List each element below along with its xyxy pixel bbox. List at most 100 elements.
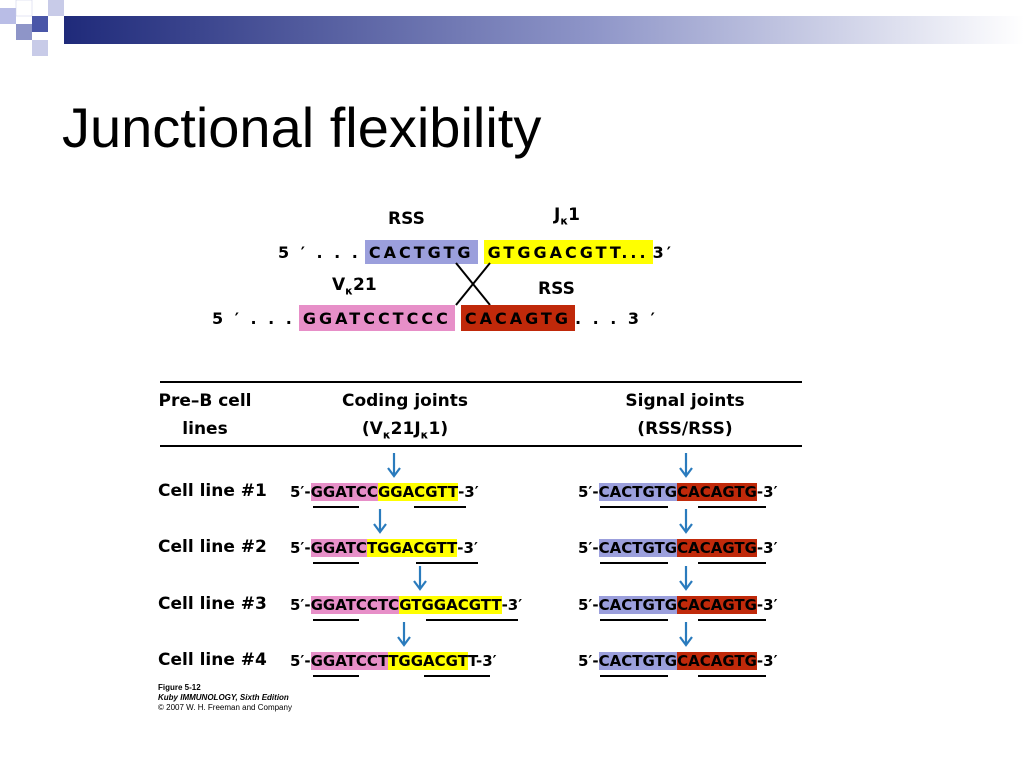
joint-j-part: GGACGTT	[377, 483, 459, 501]
underline	[698, 675, 766, 677]
vk21-label-main: V	[332, 275, 346, 295]
joint-suffix: -3′	[457, 539, 478, 557]
header-col2-sub1: κ	[382, 428, 391, 442]
row1-prefix: 5 ′ . . .	[278, 242, 361, 262]
jk1-label-main: J	[554, 205, 561, 225]
row-label-cell-line-2: Cell line #2	[158, 537, 267, 557]
header-coding-joints: Coding joints (Vκ21Jκ1)	[310, 387, 500, 449]
joint-rss1-part: CACTGTG	[598, 596, 678, 614]
deco-gradient-bar	[64, 16, 1024, 44]
jk1-label-sub: κ	[560, 214, 569, 228]
caption-figure-number: Figure 5-12	[158, 683, 201, 692]
underline	[313, 506, 359, 508]
joint-rss2-part: CACAGTG	[677, 483, 757, 501]
joint-j-part: TGGACGT	[388, 652, 468, 670]
joint-suffix: -3′	[458, 483, 479, 501]
header-col1-line1: Pre–B cell	[158, 391, 252, 411]
joint-rss2-part: CACAGTG	[677, 652, 757, 670]
cut-arrow-icon	[397, 622, 411, 647]
joint-prefix: 5′-	[290, 539, 311, 557]
underline	[313, 562, 359, 564]
joint-suffix: -3′	[756, 596, 778, 614]
table-top-rule	[160, 381, 802, 383]
crossover-line	[455, 262, 491, 306]
joint-prefix: 5′-	[578, 596, 599, 614]
joint-prefix: 5′-	[578, 483, 599, 501]
row-label-cell-line-4: Cell line #4	[158, 650, 267, 670]
deco-square	[48, 0, 64, 16]
caption-copyright: © 2007 W. H. Freeman and Company	[158, 703, 292, 712]
underline	[414, 506, 466, 508]
underline	[600, 562, 668, 564]
joint-prefix: 5′-	[578, 652, 599, 670]
joint-suffix: -3′	[756, 539, 778, 557]
cut-arrow-icon	[679, 453, 693, 478]
header-col2-line2: (Vκ21Jκ1)	[310, 415, 500, 449]
table-header-rule	[160, 445, 802, 447]
header-col3-line1: Signal joints	[625, 391, 745, 411]
vk21-label-num: 21	[353, 275, 377, 295]
figure-5-12: RSS Jκ1 5 ′ . . . CACTGTG GTGGACGTT... 3…	[150, 195, 820, 725]
joint-j-part: TGGACGTT	[366, 539, 458, 557]
joint-rss1-part: CACTGTG	[598, 539, 678, 557]
slide-header-decoration	[0, 0, 1024, 56]
joint-suffix: T-3′	[467, 652, 497, 670]
joint-prefix: 5′-	[290, 596, 311, 614]
header-col3-line2: (RSS/RSS)	[637, 419, 733, 439]
jk1-label: Jκ1	[554, 205, 580, 227]
underline	[698, 506, 766, 508]
joint-rss1-part: CACTGTG	[598, 483, 678, 501]
slide-title: Junctional flexibility	[62, 96, 542, 159]
jk1-segment: GTGGACGTT...	[483, 240, 653, 264]
header-pre-b-cell-lines: Pre–B cell lines	[150, 387, 260, 443]
figure-caption: Figure 5-12 Kuby IMMUNOLOGY, Sixth Editi…	[158, 683, 292, 713]
header-col2-part-a: (V	[361, 419, 383, 439]
underline	[600, 675, 668, 677]
rss-label-bottom: RSS	[538, 279, 575, 299]
row2-suffix: . . . 3 ′	[574, 308, 658, 328]
underline	[313, 619, 359, 621]
cut-arrow-icon	[679, 622, 693, 647]
header-col2-sub2: κ	[420, 428, 429, 442]
underline	[416, 562, 478, 564]
deco-square	[15, 0, 33, 17]
joint-v-part: GGATCCTC	[310, 596, 400, 614]
underline	[698, 619, 766, 621]
joint-prefix: 5′-	[290, 483, 311, 501]
sequence-row-1: 5 ′ . . . CACTGTG GTGGACGTT... 3′	[278, 240, 674, 264]
deco-square	[32, 40, 48, 56]
header-col2-part-b: 21J	[390, 419, 421, 439]
deco-square	[0, 8, 16, 24]
joint-suffix: -3′	[501, 596, 523, 614]
cut-arrow-icon	[413, 566, 427, 591]
vk21-label: Vκ21	[332, 275, 377, 297]
header-col1-line2: lines	[182, 419, 228, 439]
jk1-label-num: 1	[568, 205, 580, 225]
cut-arrow-icon	[373, 509, 387, 534]
caption-book-title: Kuby IMMUNOLOGY, Sixth Edition	[158, 693, 289, 702]
underline	[698, 562, 766, 564]
underline	[426, 619, 518, 621]
joint-suffix: -3′	[756, 483, 778, 501]
cut-arrow-icon	[679, 509, 693, 534]
vk21-label-sub: κ	[345, 284, 353, 298]
row2-prefix: 5 ′ . . .	[212, 308, 295, 328]
rss-heptamer-2: CACAGTG	[460, 305, 575, 331]
joint-rss2-part: CACAGTG	[677, 539, 757, 557]
crossover-x-lines	[455, 262, 491, 306]
rss-label-top: RSS	[388, 209, 425, 229]
header-col2-part-c: 1)	[428, 419, 449, 439]
vk21-segment: GGATCCTCCC	[298, 305, 455, 331]
rss-heptamer-1: CACTGTG	[364, 240, 478, 264]
row-label-cell-line-3: Cell line #3	[158, 594, 267, 614]
header-col2-line1: Coding joints	[341, 391, 469, 411]
row1-suffix: 3′	[652, 242, 674, 262]
underline	[424, 675, 490, 677]
deco-square	[32, 16, 48, 32]
